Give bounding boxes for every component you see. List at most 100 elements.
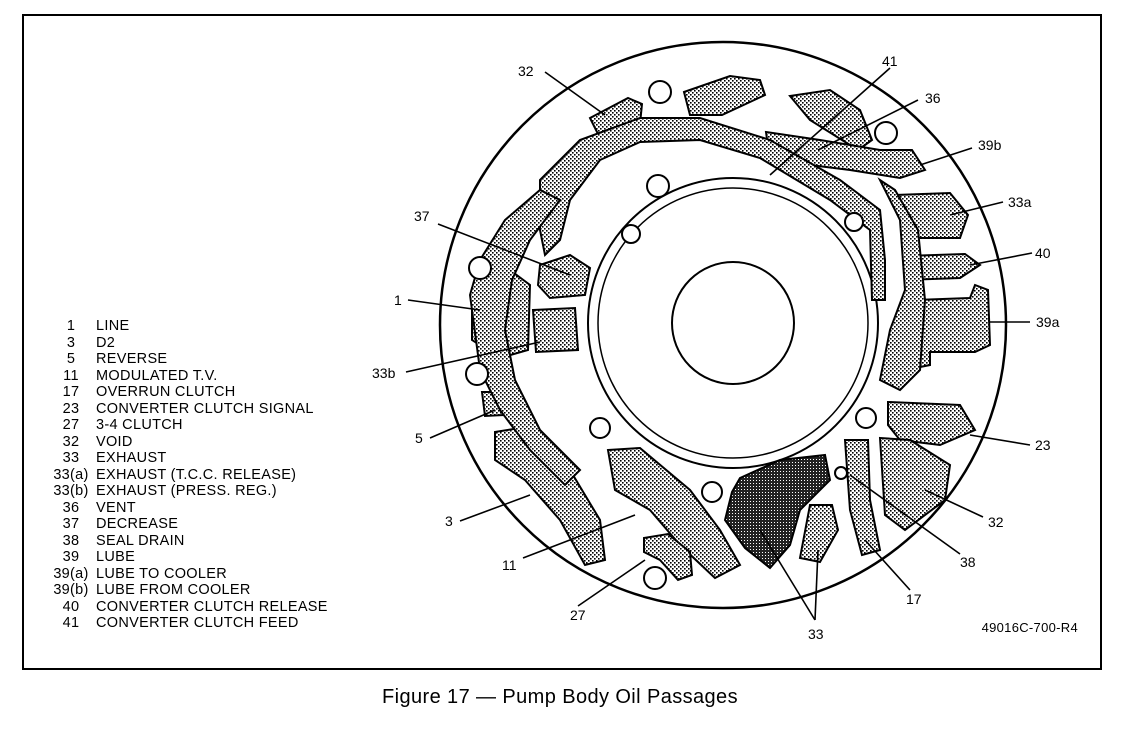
legend-description: VENT bbox=[96, 499, 136, 516]
callout-36: 36 bbox=[925, 90, 941, 106]
legend-description: D2 bbox=[96, 334, 116, 351]
legend-description: OVERRUN CLUTCH bbox=[96, 384, 236, 400]
oil-passages bbox=[468, 74, 992, 582]
passage-left-arc bbox=[468, 188, 582, 487]
legend-description: DECREASE bbox=[96, 516, 179, 532]
legend-number: 36 bbox=[62, 499, 80, 516]
callout-33: 33 bbox=[808, 626, 824, 642]
legend-number: 33(b) bbox=[53, 483, 89, 499]
callout-39b: 39b bbox=[978, 137, 1002, 153]
legend-row: 39(a)LUBE TO COOLER bbox=[46, 566, 328, 583]
bolt-hole bbox=[589, 417, 611, 439]
bolt-hole bbox=[621, 224, 641, 244]
callout-27: 27 bbox=[570, 607, 586, 623]
passage-17-b bbox=[798, 504, 840, 564]
legend-description: 3-4 CLUTCH bbox=[96, 417, 183, 433]
bolt-hole bbox=[465, 362, 489, 386]
passage-23 bbox=[887, 400, 977, 447]
callout-40: 40 bbox=[1035, 245, 1051, 261]
legend-row: 17 OVERRUN CLUTCH bbox=[46, 384, 328, 401]
bolt-hole bbox=[834, 466, 848, 480]
legend-description: LUBE bbox=[96, 549, 136, 565]
legend-row: 37 DECREASE bbox=[46, 516, 328, 533]
bolt-holes bbox=[465, 80, 898, 590]
callout-1: 1 bbox=[394, 292, 402, 308]
legend-row: 36 VENT bbox=[46, 500, 328, 517]
legend-number: 5 bbox=[66, 351, 76, 367]
callout-5: 5 bbox=[415, 430, 423, 446]
legend-number: 37 bbox=[62, 516, 80, 532]
passage-main-left bbox=[539, 117, 886, 301]
callout-3: 3 bbox=[445, 513, 453, 529]
legend-number: 41 bbox=[62, 615, 80, 631]
legend-number: 39(b) bbox=[53, 582, 89, 598]
legend-number: 27 bbox=[62, 417, 80, 433]
legend-description: REVERSE bbox=[96, 351, 168, 367]
legend-description: EXHAUST bbox=[96, 450, 167, 466]
passage-17-a bbox=[843, 439, 882, 557]
legend-description: CONVERTER CLUTCH RELEASE bbox=[96, 598, 328, 615]
legend-row: 39 LUBE bbox=[46, 549, 328, 566]
callout-39a: 39a bbox=[1036, 314, 1060, 330]
passage-41 bbox=[682, 74, 767, 116]
legend-row: 33 EXHAUST bbox=[46, 450, 328, 467]
legend-row: 39(b) LUBE FROM COOLER bbox=[46, 582, 328, 599]
callout-33a: 33a bbox=[1008, 194, 1032, 210]
center-bore bbox=[671, 261, 795, 385]
figure-frame bbox=[22, 14, 1102, 670]
inner-ring-2 bbox=[597, 187, 869, 459]
passage-right-arc bbox=[877, 177, 927, 392]
legend-number: 1 bbox=[66, 318, 76, 334]
legend-row: 33(a)EXHAUST (T.C.C. RELEASE) bbox=[46, 467, 328, 484]
legend-description: LINE bbox=[96, 318, 130, 334]
callout-38: 38 bbox=[960, 554, 976, 570]
legend-number: 40 bbox=[62, 598, 80, 615]
passage-37 bbox=[536, 253, 592, 300]
passage-33-exhaust bbox=[723, 453, 832, 570]
bolt-hole bbox=[701, 481, 723, 503]
legend-number: 3 bbox=[66, 334, 76, 351]
legend-row: 40 CONVERTER CLUTCH RELEASE bbox=[46, 599, 328, 616]
legend-number: 39 bbox=[62, 549, 80, 565]
legend-row: 27 3-4 CLUTCH bbox=[46, 417, 328, 434]
callout-33b: 33b bbox=[372, 365, 396, 381]
bolt-hole bbox=[646, 174, 670, 198]
leader-lines bbox=[405, 67, 1033, 621]
legend-number: 33(a) bbox=[53, 466, 89, 483]
callout-23: 23 bbox=[1035, 437, 1051, 453]
legend-description: VOID bbox=[96, 433, 133, 450]
legend-number: 17 bbox=[62, 384, 80, 400]
passage-27 bbox=[643, 532, 694, 582]
bolt-hole bbox=[844, 212, 864, 232]
legend-description: SEAL DRAIN bbox=[96, 532, 185, 549]
callout-32-bottom: 32 bbox=[988, 514, 1004, 530]
figure-caption: Figure 17 — Pump Body Oil Passages bbox=[382, 686, 738, 708]
legend-description: LUBE FROM COOLER bbox=[96, 582, 251, 598]
legend-row: 1 LINE bbox=[46, 318, 328, 335]
legend-description: LUBE TO COOLER bbox=[96, 565, 227, 582]
legend-number: 33 bbox=[62, 450, 80, 466]
legend-number: 32 bbox=[62, 433, 80, 450]
bolt-hole bbox=[874, 121, 898, 145]
legend-row: 3 D2 bbox=[46, 335, 328, 352]
passage-11 bbox=[606, 446, 742, 580]
bolt-hole bbox=[643, 566, 667, 590]
passage-33b bbox=[531, 306, 580, 354]
legend-description: CONVERTER CLUTCH SIGNAL bbox=[96, 400, 314, 417]
figure-id: 49016C-700-R4 bbox=[981, 620, 1078, 635]
legend-description: MODULATED T.V. bbox=[96, 367, 218, 384]
legend-description: EXHAUST (PRESS. REG.) bbox=[96, 483, 277, 499]
callout-11: 11 bbox=[502, 557, 517, 573]
passage-39a bbox=[914, 283, 992, 370]
legend-row: 32 VOID bbox=[46, 434, 328, 451]
bolt-hole bbox=[855, 407, 877, 429]
callout-37: 37 bbox=[414, 208, 430, 224]
callout-32-top: 32 bbox=[518, 63, 534, 79]
legend-number: 38 bbox=[62, 532, 80, 549]
callout-41: 41 bbox=[882, 53, 898, 69]
